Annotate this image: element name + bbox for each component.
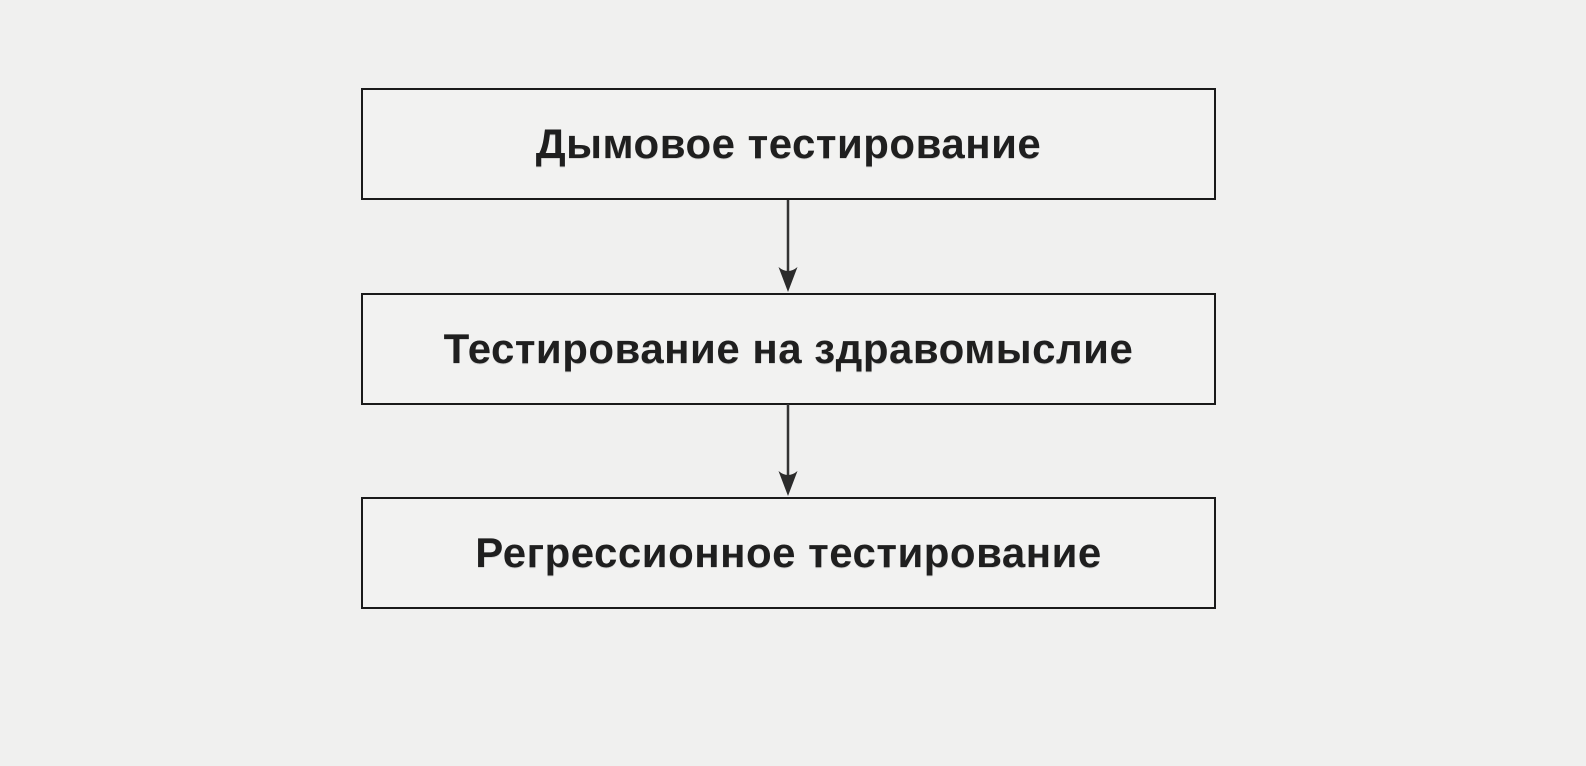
arrow-down-icon [778,200,798,292]
arrow-down-icon [778,404,798,496]
node-label: Тестирование на здравомыслие [443,325,1134,372]
node-label: Регрессионное тестирование [475,529,1102,576]
node-label: Дымовое тестирование [535,120,1042,167]
flow-node-smoke-testing: Дымовое тестирование [361,88,1216,200]
flow-node-regression-testing: Регрессионное тестирование [361,497,1216,609]
flow-node-sanity-testing: Тестирование на здравомыслие [361,293,1216,405]
